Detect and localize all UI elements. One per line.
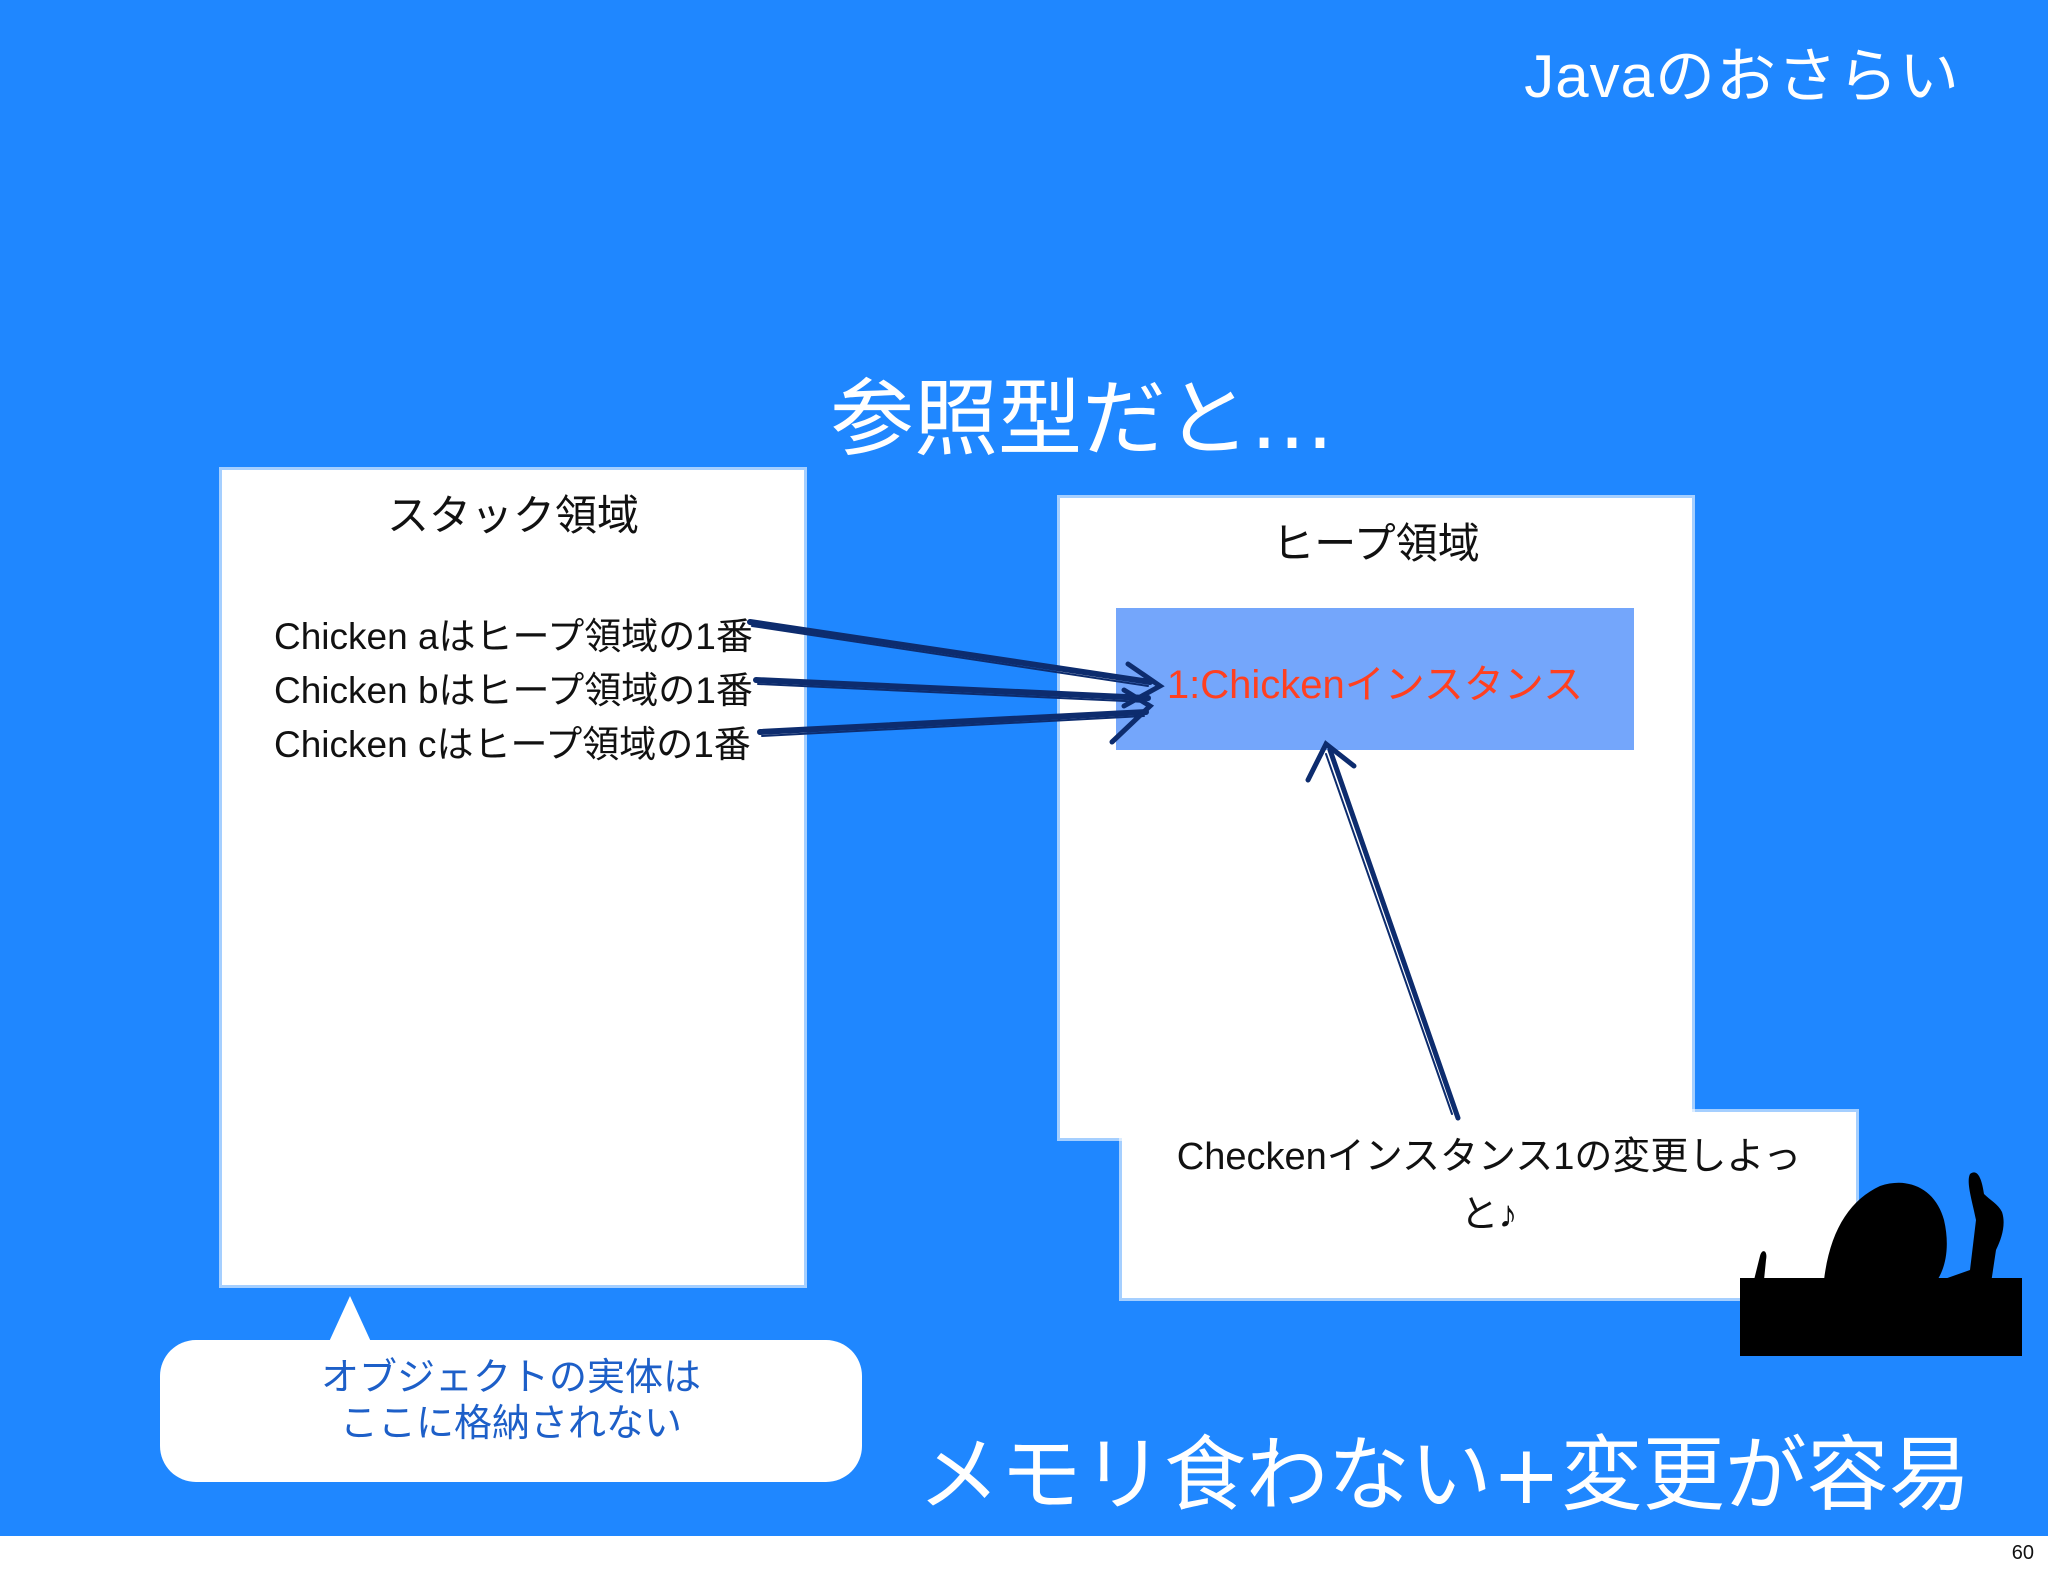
callout-text: オブジェクトの実体は ここに格納されない	[160, 1354, 862, 1446]
heap-area-box	[1060, 498, 1692, 1138]
comment-text: Checkenインスタンス1の変更しよっ と♪	[1122, 1128, 1856, 1244]
callout-bubble	[160, 1340, 862, 1482]
comment-line-2: と♪	[1460, 1194, 1518, 1236]
heap-instance-label: 1:Chickenインスタンス	[1166, 663, 1584, 707]
callout-pointer	[328, 1296, 372, 1344]
stack-area-box	[222, 470, 804, 1285]
heap-instance-box	[1116, 608, 1634, 750]
stack-line-c: Chicken cはヒープ領域の1番	[274, 724, 751, 765]
slide-heading: 参照型だと…	[830, 370, 1335, 468]
page-number: 60	[2011, 1542, 2034, 1564]
callout-line-2: ここに格納されない	[339, 1401, 682, 1445]
comment-line-1: Checkenインスタンス1の変更しよっ	[1176, 1136, 1802, 1178]
stack-area-title: スタック領域	[386, 491, 639, 540]
callout-line-1: オブジェクトの実体は	[320, 1355, 701, 1399]
heap-area-title: ヒープ領域	[1272, 519, 1480, 568]
comment-box	[1122, 1112, 1856, 1298]
stack-line-a: Chicken aはヒープ領域の1番	[274, 616, 753, 657]
person-silhouette	[1740, 1172, 2022, 1356]
corner-title: Javaのおさらい	[1524, 43, 1960, 110]
slide: Javaのおさらい 参照型だと… スタック領域 Chicken aはヒープ領域の…	[0, 0, 2048, 1536]
stack-line-b: Chicken bはヒープ領域の1番	[274, 670, 753, 711]
conclusion-text: メモリ食わない+変更が容易	[918, 1428, 1971, 1523]
